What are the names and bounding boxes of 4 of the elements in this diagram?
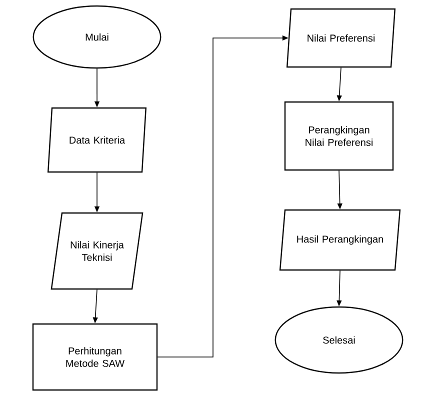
data-parallelogram: Nilai Kinerja Teknisi [50,212,144,290]
process-box: Perhitungan Metode SAW [32,323,158,391]
process-box: Perangkingan Nilai Preferensi [284,101,394,171]
data-parallelogram: Hasil Perangkingan [279,209,401,271]
